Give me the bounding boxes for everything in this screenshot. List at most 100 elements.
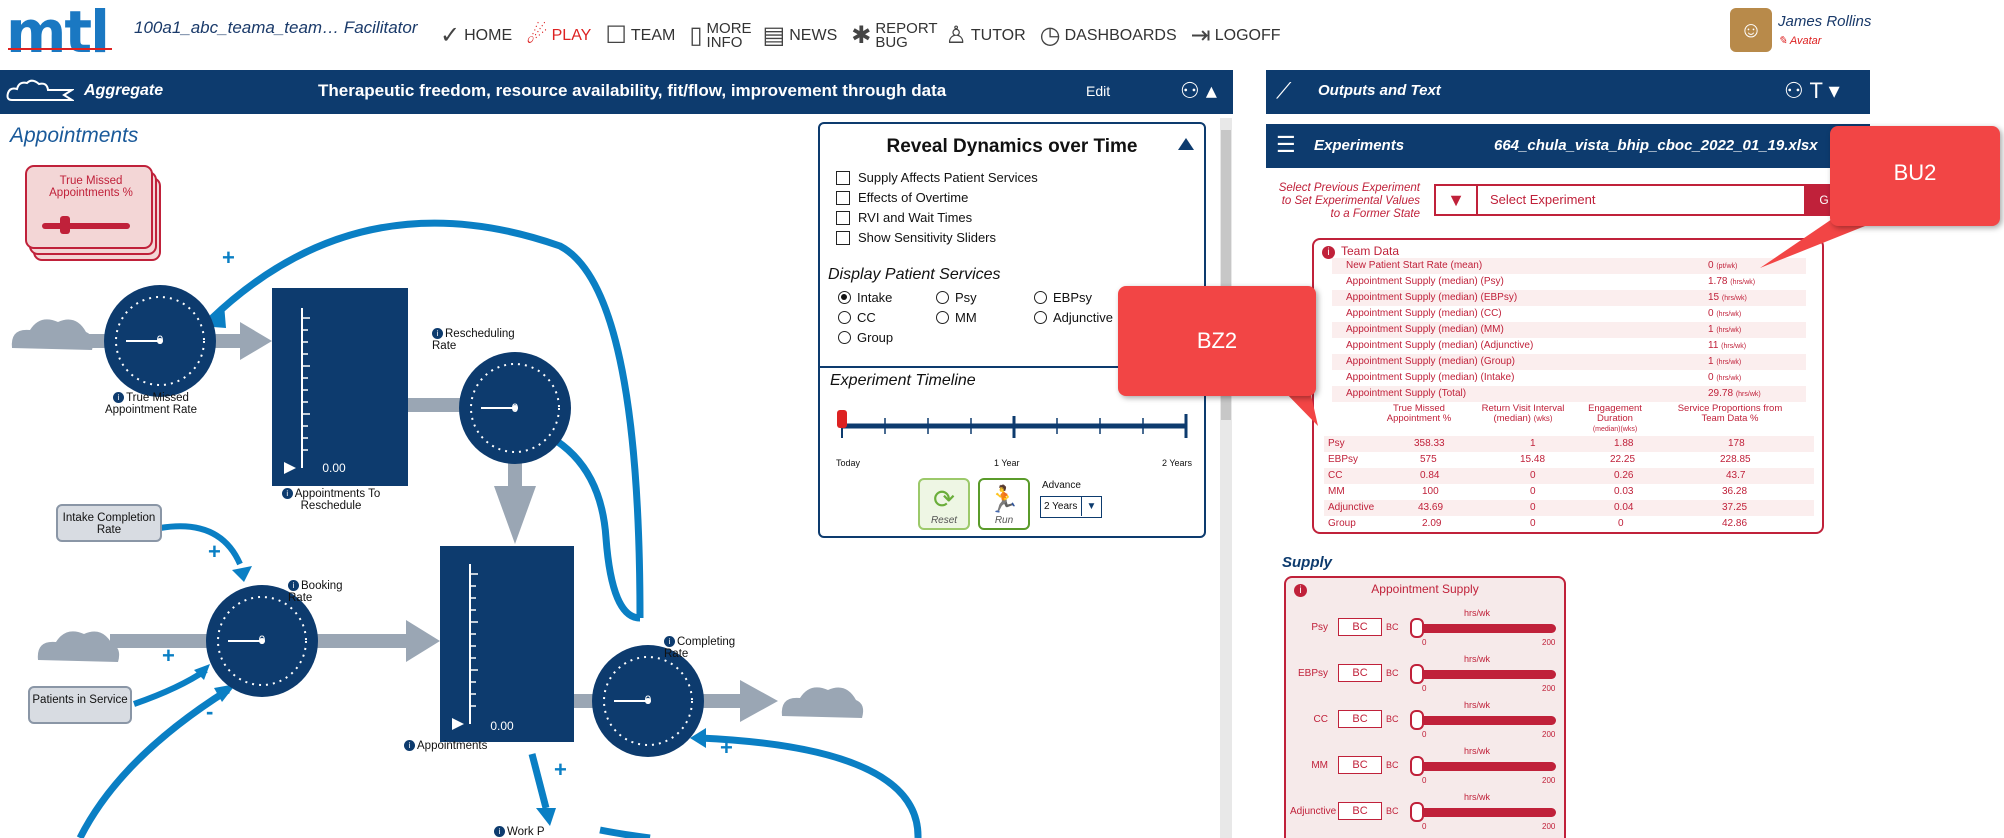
radio-adjunctive[interactable]: Adjunctive [1034,310,1113,325]
user-name[interactable]: James Rollins [1778,13,1872,30]
avatar-link[interactable]: ✎ Avatar [1778,35,1822,47]
nav-logoff[interactable]: ⇥LOGOFF [1191,22,1281,50]
scrollbar-thumb[interactable] [1221,130,1231,420]
nav-play-label: PLAY [551,27,592,44]
nav-more-info[interactable]: ▯MORE INFO [689,21,751,50]
info-icon[interactable]: i [1322,246,1335,259]
radio-group[interactable]: Group [838,330,893,345]
callout-bu2: BU2 [1830,126,2000,226]
chevron-down-icon[interactable]: ▼ [1436,186,1478,214]
cell: 15.48 [1520,454,1546,465]
radio-dot[interactable] [1034,291,1047,304]
timeline-slider[interactable] [830,408,1196,448]
info-icon[interactable]: i [288,580,299,591]
info-icon[interactable]: i [664,636,675,647]
bc-input[interactable]: BC [1338,756,1382,774]
radio-psy[interactable]: Psy [936,290,977,305]
radio-ebpsy[interactable]: EBPsy [1034,290,1092,305]
bc-input[interactable]: BC [1338,618,1382,636]
info-icon[interactable]: i [404,740,415,751]
checkbox[interactable] [836,210,850,225]
reveal-title: Reveal Dynamics over Time [886,136,1138,157]
check-supply-affects[interactable]: Supply Affects Patient Services [836,170,1038,185]
info-icon[interactable]: i [113,392,125,403]
nav-report-bug[interactable]: ✱REPORT BUG [851,21,937,50]
patients-in-service-box[interactable]: Patients in Service [28,686,132,724]
session-title: 100a1_abc_teama_team… Facilitator [134,18,418,37]
radio-dot[interactable] [838,331,851,344]
collapse-triangle-icon[interactable] [1178,138,1194,150]
checkbox[interactable] [836,170,850,185]
mtl-logo[interactable]: mtl [6,0,110,66]
slider-knob[interactable] [1410,756,1424,776]
radio-dot[interactable] [936,311,949,324]
chevron-down-icon[interactable]: ▼ [1081,497,1101,516]
slider-knob[interactable] [1410,664,1424,684]
radio-dot[interactable] [838,291,851,304]
select-experiment[interactable]: ▼ Select Experiment G [1434,184,1846,216]
radio-intake[interactable]: Intake [838,290,892,305]
bc-input[interactable]: BC [1338,802,1382,820]
panel-subtitle: Therapeutic freedom, resource availabili… [318,81,947,100]
col-header: True Missed Appointment % [1386,403,1452,424]
slider-track[interactable] [1416,808,1556,817]
slider-knob[interactable] [1410,802,1424,822]
check-overtime[interactable]: Effects of Overtime [836,190,968,205]
intake-arc [159,523,243,566]
bc-input[interactable]: BC [1338,664,1382,682]
supply-label: Appointment Supply (median) (MM) [1346,324,1504,335]
check-sensitivity[interactable]: Show Sensitivity Sliders [836,230,996,245]
slider-track[interactable] [1416,670,1556,679]
supply-num: 15 [1708,292,1720,303]
cell: 178 [1728,438,1745,449]
timeline-title: Experiment Timeline [830,372,976,389]
outputs-title: Outputs and Text [1318,82,1441,99]
supply-value: 0 (hrs/wk) [1708,372,1741,383]
slider-track[interactable] [1416,624,1556,633]
nav-news[interactable]: ▤NEWS [763,22,838,50]
supply-row: Appointment Supply (median) (CC)0 (hrs/w… [1332,306,1806,322]
info-icon[interactable]: i [432,328,443,339]
bc-input[interactable]: BC [1338,710,1382,728]
supply-row: Appointment Supply (median) (EBPsy)15 (h… [1332,290,1806,306]
true-missed-pct-label: True Missed Appointments % [49,175,133,199]
radio-dot[interactable] [838,311,851,324]
info-icon[interactable]: i [281,488,293,499]
supply-value: 0 (pt/wk) [1708,260,1737,271]
info-icon[interactable]: i [1294,584,1307,597]
cell: 43.7 [1726,470,1746,481]
intake-completion-box[interactable]: Intake Completion Rate [56,504,162,542]
source-cloud-2 [37,631,120,662]
user-menu[interactable]: ☺ James Rollins ✎ Avatar [1730,8,1871,52]
info-icon[interactable]: i [494,826,505,837]
user-settings-icon[interactable]: ⚇ ▴ [1180,78,1217,103]
nav-dashboards[interactable]: ◷DASHBOARDS [1040,22,1177,50]
radio-cc[interactable]: CC [838,310,876,325]
slider-track[interactable] [1416,762,1556,771]
edit-button[interactable]: Edit [1086,83,1111,99]
checkbox[interactable] [836,230,850,245]
slider-track[interactable] [1416,716,1556,725]
run-button[interactable]: 🏃Run [978,478,1030,530]
check-rvi-wait[interactable]: RVI and Wait Times [836,210,972,225]
radio-mm[interactable]: MM [936,310,977,325]
nav-team[interactable]: ☐TEAM [605,22,675,50]
text-format-icon[interactable]: ⚇ T ▾ [1784,78,1840,103]
logoff-icon: ⇥ [1190,22,1211,49]
slider-knob[interactable] [1410,710,1424,730]
slider-knob[interactable] [1410,618,1424,638]
checkbox[interactable] [836,190,850,205]
avatar: ☺ [1730,8,1772,52]
cell: 42.86 [1722,518,1748,529]
radio-dot[interactable] [1034,311,1047,324]
nav-home[interactable]: ✓HOME [440,22,512,50]
advance-select[interactable]: 2 Years▼ [1040,496,1102,518]
nav-tutor[interactable]: ♙TUTOR [945,22,1025,50]
feedback-arc-top [207,219,644,619]
nav-play[interactable]: ☄PLAY [526,22,591,50]
slider-name: EBPsy [1297,668,1328,679]
supply-value: 29.78 (hrs/wk) [1708,388,1761,399]
reset-button[interactable]: ⟳Reset [918,478,970,530]
radio-dot[interactable] [936,291,949,304]
